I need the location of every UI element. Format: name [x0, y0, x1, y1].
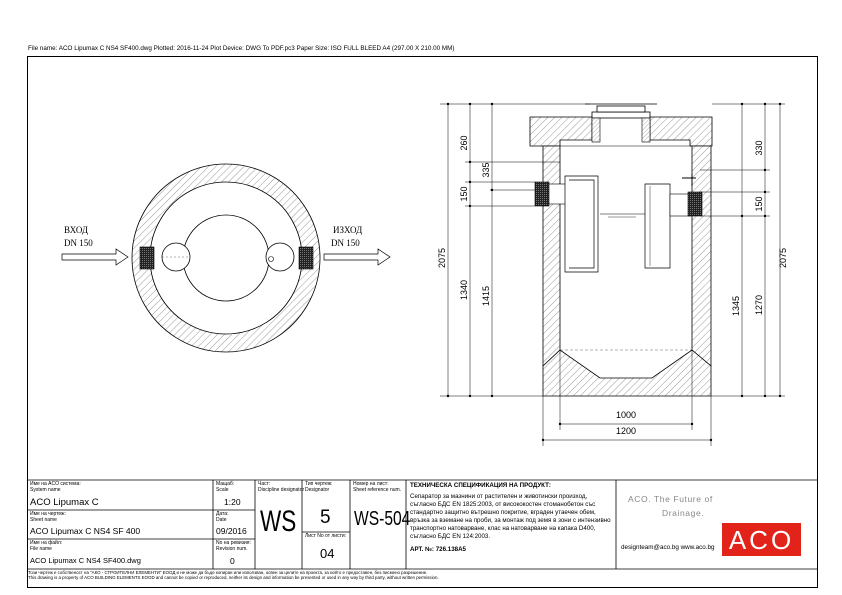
contact-info: designteam@aco.bg www.aco.bg [621, 544, 715, 551]
dim-1415: 1415 [481, 286, 491, 306]
spec-line-4: връзка за вземане на проби, за монтаж по… [410, 517, 611, 524]
revision-value: 0 [230, 556, 235, 566]
aco-logo: ACO [722, 523, 801, 556]
dim-1270: 1270 [754, 295, 764, 315]
dim-1200: 1200 [616, 426, 636, 436]
plan-inlet-pipe-wall [139, 246, 155, 270]
sheet-no-label: Лист No от листи: [305, 533, 347, 539]
article-number: АРТ. №: 726.138А5 [410, 546, 466, 553]
dim-150-right: 150 [754, 196, 764, 211]
drawing-name-value: ACO Lipumax C NS4 SF 400 [30, 526, 141, 536]
dim-260: 260 [459, 135, 469, 150]
dim-1000: 1000 [616, 410, 636, 420]
dim-335: 335 [481, 162, 491, 177]
outlet-label: ИЗХОД [333, 225, 362, 235]
section-outlet-pipe [687, 191, 703, 217]
part-label: Част:Discipline designator [258, 481, 305, 493]
spec-line-3: стандартно защитно вътрешно покритие, вг… [410, 509, 596, 516]
type-label: Тип чертеж:Designator [305, 481, 333, 493]
plan-inner-chamber [182, 214, 270, 302]
plan-wall-ring [131, 163, 321, 353]
brand-tagline-2: Drainage. [662, 508, 705, 518]
dim-150-left: 150 [459, 186, 469, 201]
section-wall-right [691, 145, 712, 367]
brand-tagline-1: ACO. The Future of [628, 494, 713, 504]
spec-line-5: транспортно натоварване, клас на натовар… [410, 525, 596, 532]
spec-line-6: съгласно БДС EN 124:2003. [410, 533, 491, 540]
spec-line-1: Сепаратор за мазнини от растителен и жив… [410, 493, 588, 500]
inlet-label: ВХОД [64, 225, 88, 235]
part-value: WS [260, 505, 297, 538]
scale-value: 1:20 [224, 497, 241, 507]
title-block-grid [28, 479, 817, 570]
outlet-size: DN 150 [331, 238, 360, 248]
spec-line-2: съгласно БДС EN 1825:2003, от висококост… [410, 501, 596, 508]
scale-label: Мащаб:Scale [216, 481, 235, 493]
dim-1345: 1345 [731, 296, 741, 316]
number-value: WS-504 [354, 508, 411, 530]
type-value: 5 [320, 507, 331, 528]
file-info-header: File name: ACO Lipumax C NS4 SF400.dwg P… [28, 45, 455, 52]
drawing-frame [27, 56, 818, 588]
section-view: 2075 260 150 1340 335 1415 1345 330 150 … [437, 102, 788, 446]
dim-2075-left: 2075 [437, 248, 447, 268]
copyright-note: Този чертеж е собственост на "АКО - СТРО… [28, 570, 439, 580]
inlet-size: DN 150 [64, 238, 93, 248]
system-value: ACO Lipumax C [30, 497, 99, 508]
inlet-arrow-icon [61, 248, 129, 266]
plan-outlet-pipe-wall [298, 246, 314, 270]
plan-view: ВХОД DN 150 ИЗХОД DN 150 [61, 163, 391, 353]
number-label: Номер на лист:Sheet reference num. [353, 481, 402, 493]
cover-slab [529, 116, 593, 147]
outlet-baffle [644, 183, 671, 269]
plan-outlet-pipe [265, 242, 295, 272]
dim-330: 330 [754, 140, 764, 155]
revision-label: No на ревизия:Revision num. [216, 540, 251, 552]
dim-2075-right: 2075 [778, 248, 788, 268]
dim-1340: 1340 [459, 280, 469, 300]
inlet-baffle [564, 175, 599, 273]
section-bottom-slab [542, 349, 712, 397]
system-label: Име на ACO система:System name [30, 481, 81, 493]
spec-title: ТЕХНИЧЕСКА СПЕЦИФИКАЦИЯ НА ПРОДУКТ: [410, 482, 551, 489]
file-name-label: Име на файл:File name [30, 540, 63, 552]
date-label: Дата:Date [216, 511, 229, 523]
section-wall-left [542, 145, 561, 367]
section-inlet-pipe [534, 181, 550, 207]
date-value: 09/2016 [216, 526, 247, 536]
sheet-no-value: 04 [320, 546, 335, 561]
drawing-name-label: Име на чертеж:Sheet name [30, 511, 66, 523]
outlet-arrow-icon [323, 248, 391, 266]
file-name-value: ACO Lipumax C NS4 SF400.dwg [30, 556, 141, 565]
